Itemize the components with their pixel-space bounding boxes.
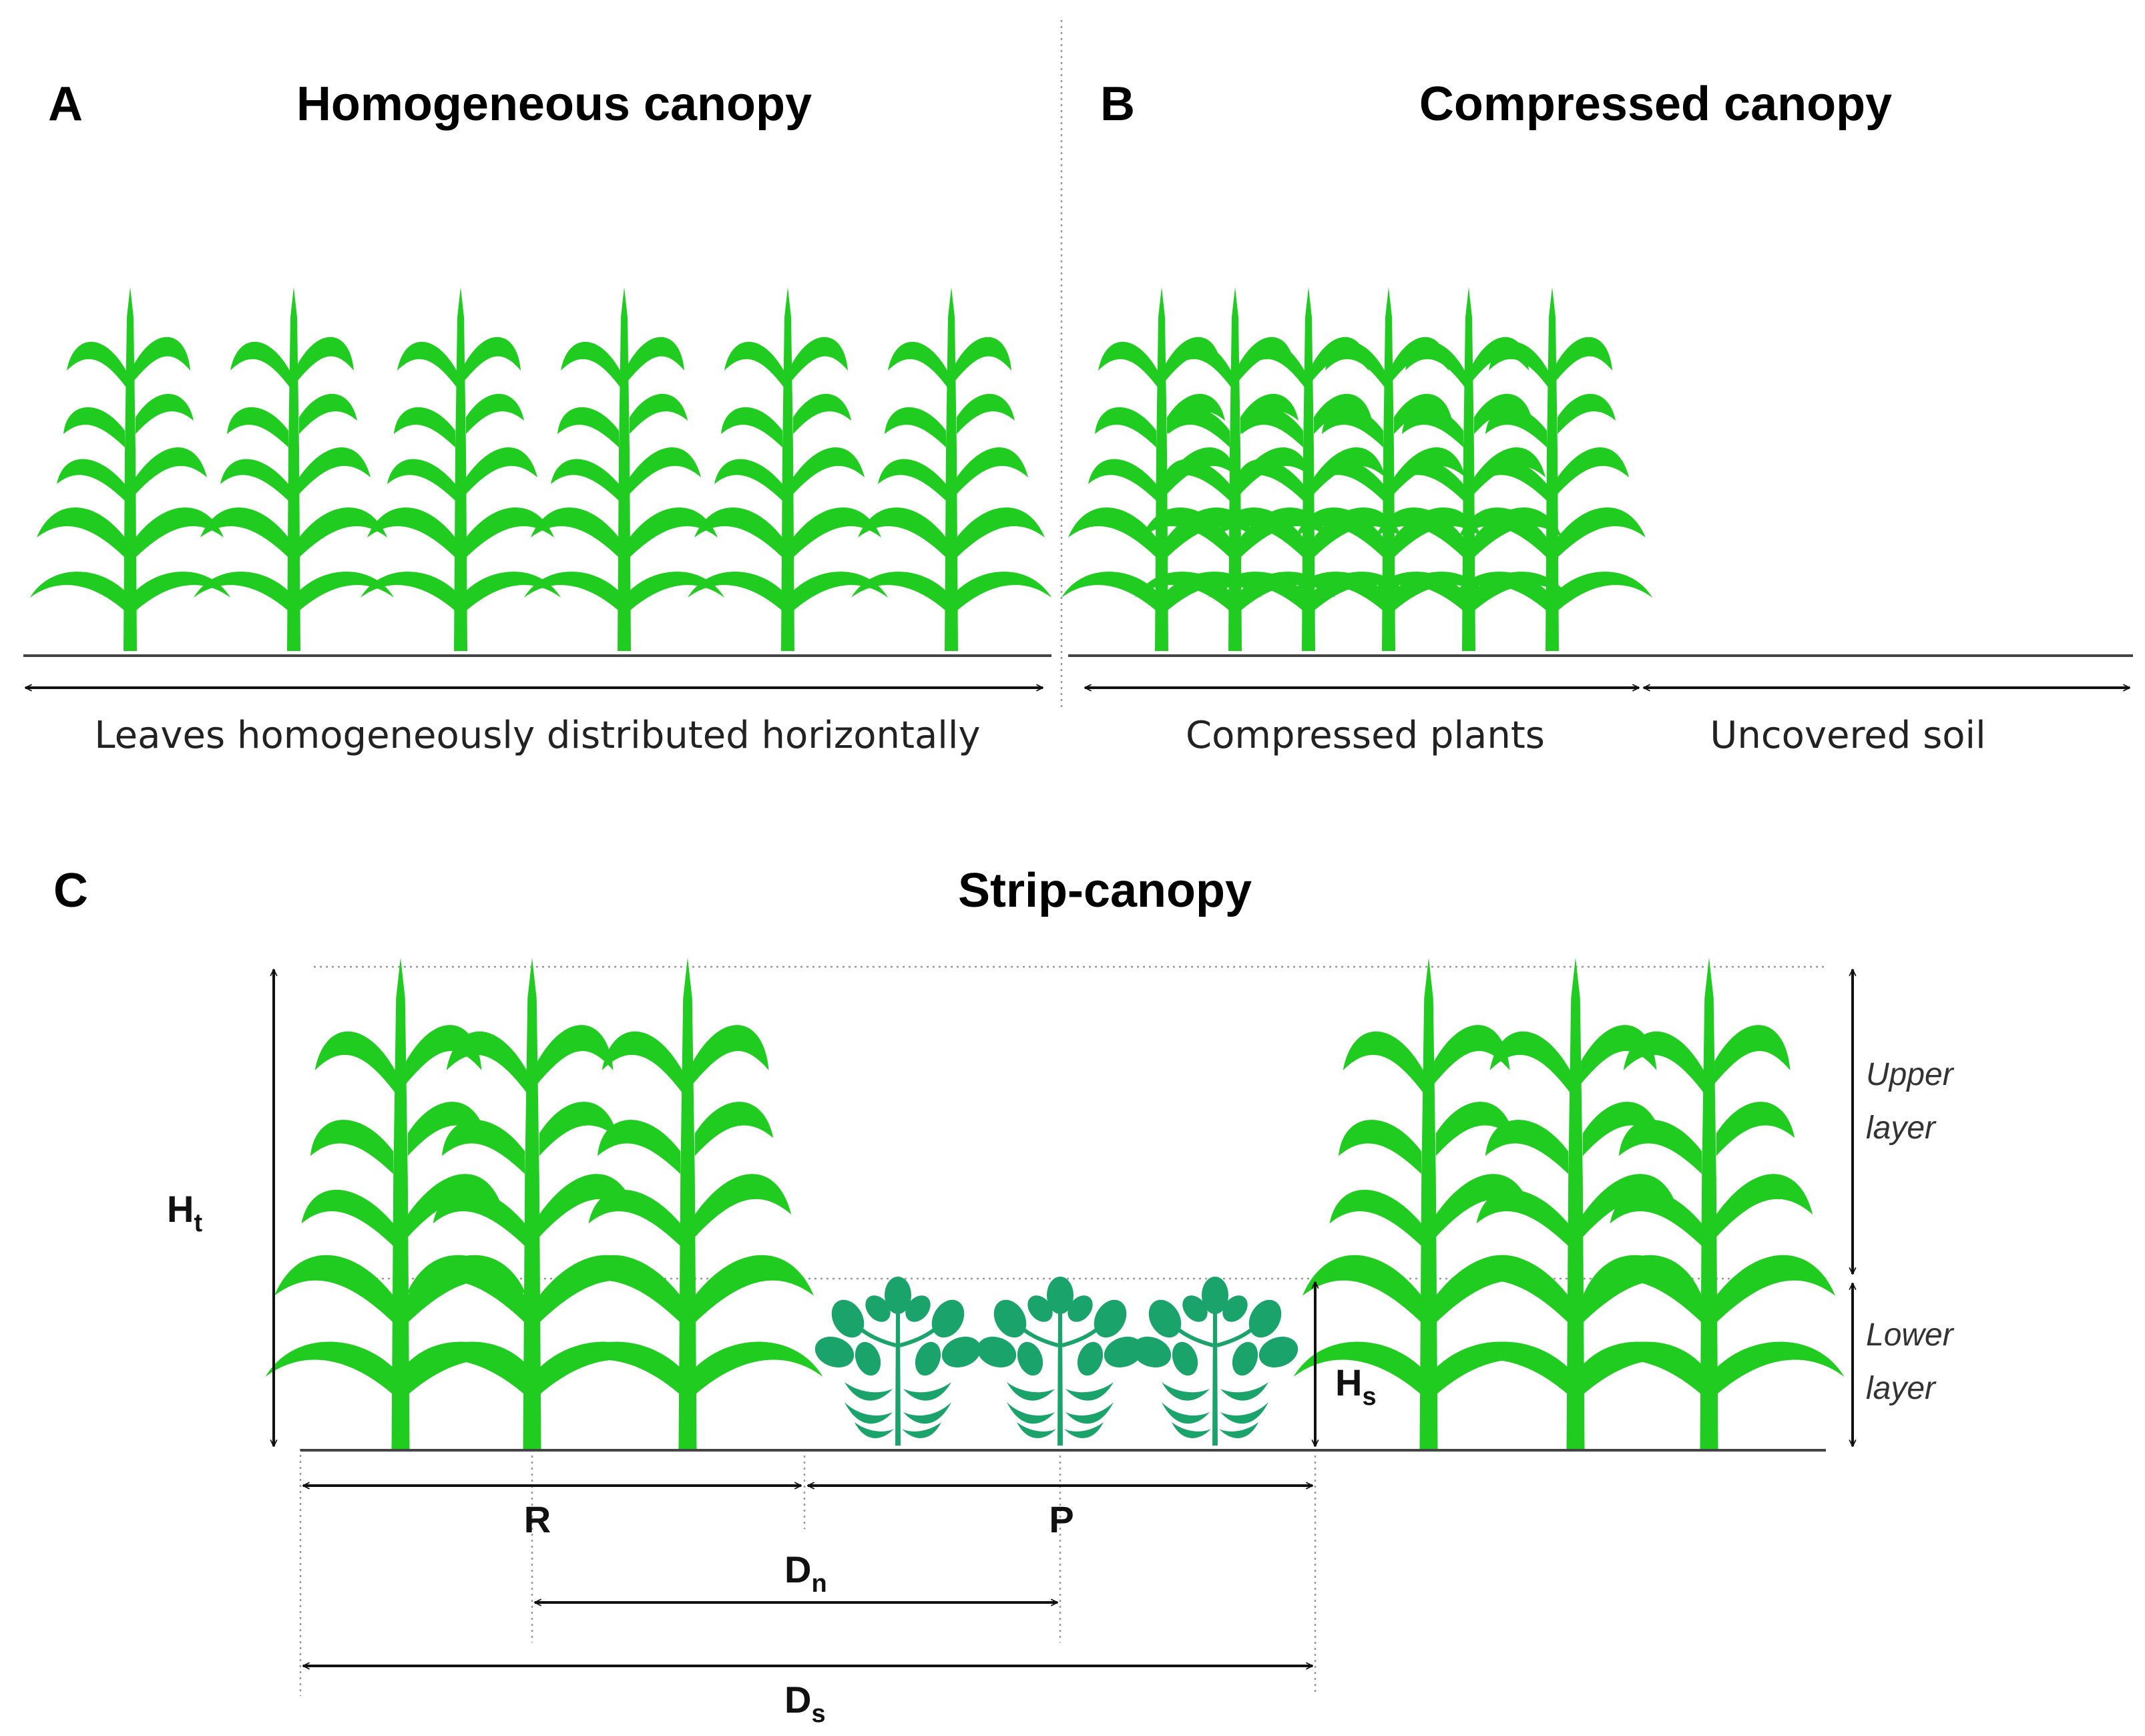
soybean-plant bbox=[973, 1277, 1147, 1446]
panel-a-maize-row bbox=[30, 287, 1051, 651]
panel-b-caption-left: Compressed plants bbox=[1186, 714, 1545, 757]
left-maize-strip bbox=[265, 957, 823, 1449]
panel-c-title: Strip-canopy bbox=[958, 864, 1252, 917]
right-maize-strip bbox=[1293, 957, 1845, 1449]
lower-layer-label-2: layer bbox=[1866, 1371, 1937, 1406]
ht-label: Ht bbox=[167, 1188, 202, 1237]
panel-c-letter: C bbox=[53, 864, 88, 917]
soybean-strip bbox=[810, 1277, 1302, 1446]
maize-plant bbox=[194, 287, 394, 651]
p-label: P bbox=[1049, 1498, 1074, 1540]
maize-plant bbox=[688, 287, 888, 651]
maize-plant bbox=[851, 287, 1051, 651]
hs-label: Hs bbox=[1335, 1361, 1377, 1411]
lower-layer-label-1: Lower bbox=[1866, 1317, 1955, 1353]
maize-plant bbox=[30, 287, 230, 651]
upper-layer-label-2: layer bbox=[1866, 1110, 1937, 1146]
panel-b-letter: B bbox=[1100, 77, 1135, 131]
upper-layer-label-1: Upper bbox=[1866, 1057, 1955, 1092]
ds-label: Ds bbox=[784, 1679, 826, 1728]
panel-b-title: Compressed canopy bbox=[1419, 77, 1892, 131]
maize-plant bbox=[524, 287, 724, 651]
maize-plant bbox=[361, 287, 561, 651]
soybean-plant bbox=[1128, 1277, 1302, 1446]
panel-b-maize-cluster bbox=[1061, 287, 1652, 651]
r-label: R bbox=[524, 1498, 551, 1540]
soybean-plant bbox=[810, 1277, 985, 1446]
dn-label: Dn bbox=[784, 1548, 827, 1598]
panel-a-letter: A bbox=[48, 77, 83, 131]
panel-a-caption: Leaves homogeneously distributed horizon… bbox=[94, 714, 980, 757]
panel-b-caption-right: Uncovered soil bbox=[1710, 714, 1985, 757]
panel-a-title: Homogeneous canopy bbox=[296, 77, 812, 131]
